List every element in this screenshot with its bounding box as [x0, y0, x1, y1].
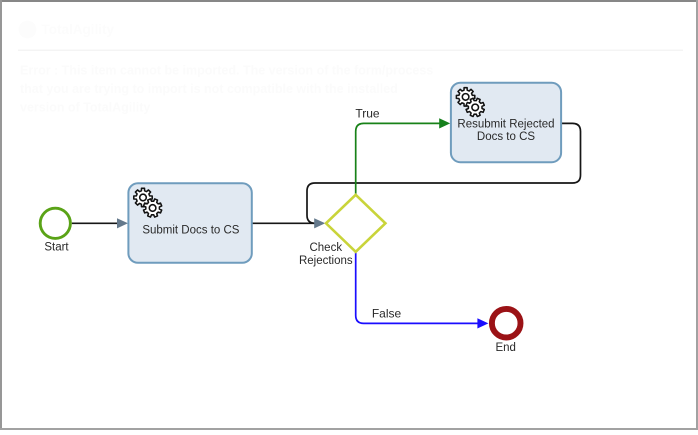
svg-text:True: True: [355, 107, 380, 121]
svg-text:Rejections: Rejections: [299, 255, 353, 267]
svg-text:Submit Docs to CS: Submit Docs to CS: [142, 224, 239, 236]
svg-text:version of TotalAgility: version of TotalAgility: [20, 100, 150, 114]
svg-text:that you are trying to import: that you are trying to import is not com…: [20, 82, 398, 96]
svg-text:End: End: [495, 342, 515, 354]
svg-text:False: False: [372, 307, 402, 321]
svg-text:Docs to CS: Docs to CS: [477, 131, 535, 143]
svg-text:TotalAgility: TotalAgility: [42, 22, 115, 37]
svg-text:Error : This item cannot be im: Error : This item cannot be imported. Th…: [20, 64, 433, 78]
svg-text:Check: Check: [309, 242, 342, 254]
svg-text:Resubmit Rejected: Resubmit Rejected: [457, 118, 554, 130]
svg-text:Start: Start: [44, 242, 69, 254]
